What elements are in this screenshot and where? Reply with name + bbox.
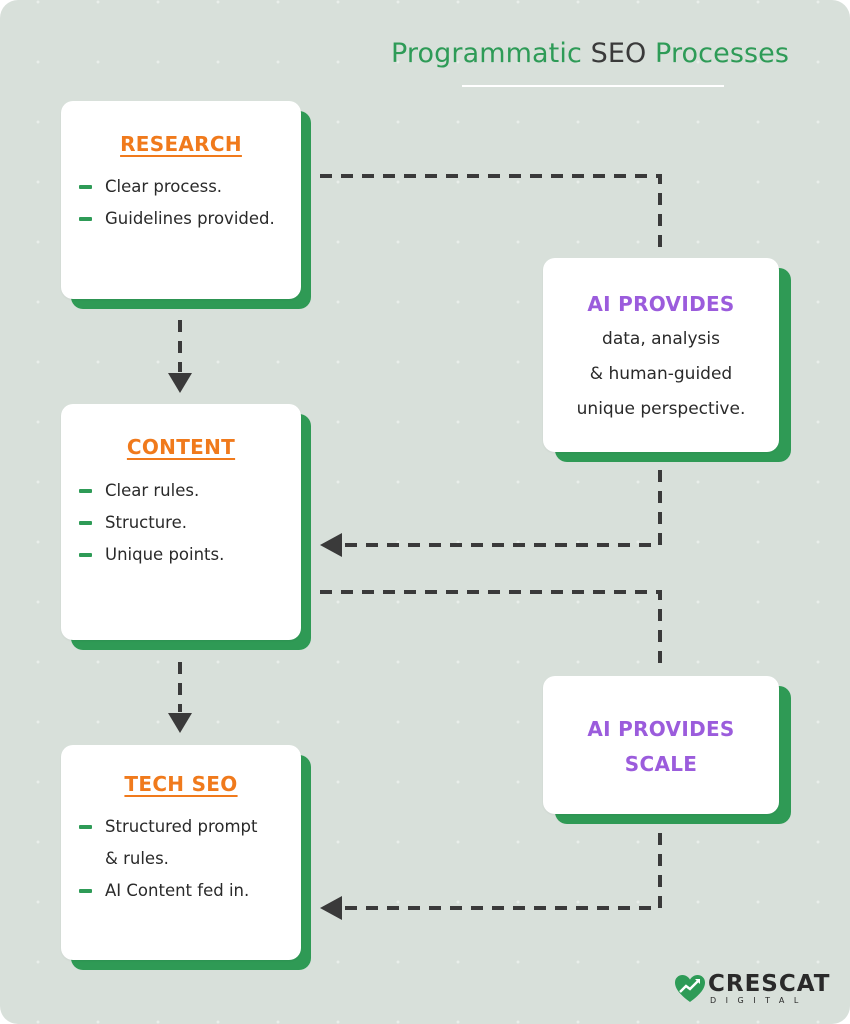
- content-bullets: Clear rules. Structure. Unique points.: [79, 475, 224, 571]
- logo-wordmark: CRESCAT: [708, 971, 831, 997]
- bullet-item: Unique points.: [79, 539, 224, 571]
- bullet-dash: [79, 521, 92, 525]
- tech-seo-heading: TECH SEO: [124, 772, 238, 796]
- connector-ai-to-content: [343, 470, 662, 547]
- bullet-text: Clear process.: [105, 177, 223, 196]
- tech-seo-bullets: Structured prompt & rules. AI Content fe…: [79, 811, 257, 907]
- ai-data-line: unique perspective.: [576, 399, 746, 419]
- connector-research-to-ai: [320, 174, 662, 252]
- bullet-text: Structure.: [105, 513, 188, 532]
- title-part-2: SEO: [590, 38, 647, 69]
- research-heading: RESEARCH: [120, 132, 242, 156]
- bullet-dash: [79, 825, 92, 829]
- title-part-1: Programmatic: [391, 38, 582, 69]
- arrowhead-ai-scale-to-tech: [320, 896, 342, 920]
- ai-data-text: data, analysis & human-guided unique per…: [543, 322, 779, 427]
- logo-subtitle: DIGITAL: [710, 996, 808, 1005]
- tech-seo-card: TECH SEO Structured prompt & rules. AI C…: [61, 745, 301, 960]
- research-bullets: Clear process. Guidelines provided.: [79, 171, 275, 235]
- bullet-dash: [79, 217, 92, 221]
- logo-heart-icon: [675, 975, 705, 1002]
- crescat-digital-logo: CRESCAT DIGITAL: [674, 971, 829, 1006]
- bullet-item: Structure.: [79, 507, 224, 539]
- ai-data-line: & human-guided: [589, 364, 733, 384]
- research-card: RESEARCH Clear process. Guidelines provi…: [61, 101, 301, 299]
- ai-scale-card: AI PROVIDES SCALE: [543, 676, 779, 814]
- ai-data-line: data, analysis: [602, 329, 720, 349]
- bullet-item: Clear rules.: [79, 475, 224, 507]
- ai-scale-heading-line-2: SCALE: [624, 752, 698, 776]
- bullet-item: AI Content fed in.: [79, 875, 257, 907]
- bullet-dash: [79, 185, 92, 189]
- bullet-text: & rules.: [105, 849, 169, 868]
- connector-content-to-ai-scale: [320, 590, 662, 668]
- bullet-text: Structured prompt: [105, 817, 258, 836]
- bullet-dash: [79, 489, 92, 493]
- bullet-text: Unique points.: [105, 545, 225, 564]
- ai-data-card: AI PROVIDES data, analysis & human-guide…: [543, 258, 779, 452]
- bullet-text: Clear rules.: [105, 481, 200, 500]
- bullet-dash: [79, 553, 92, 557]
- bullet-continuation: & rules.: [79, 843, 257, 875]
- bullet-item: Structured prompt: [79, 811, 257, 843]
- content-card: CONTENT Clear rules. Structure. Unique p…: [61, 404, 301, 640]
- ai-data-heading: AI PROVIDES: [587, 292, 735, 316]
- connector-ai-scale-to-tech: [343, 833, 662, 910]
- title-part-3: Processes: [655, 38, 790, 69]
- bullet-dash: [79, 889, 92, 893]
- bullet-text: AI Content fed in.: [105, 881, 250, 900]
- arrowhead-ai-to-content: [320, 533, 342, 557]
- bullet-item: Guidelines provided.: [79, 203, 275, 235]
- page-title: Programmatic SEO Processes: [391, 38, 811, 69]
- arrowhead-research-to-content: [168, 373, 192, 393]
- bullet-text: Guidelines provided.: [105, 209, 275, 228]
- content-heading: CONTENT: [126, 435, 236, 459]
- arrowhead-content-to-tech: [168, 713, 192, 733]
- bullet-item: Clear process.: [79, 171, 275, 203]
- title-underline: [462, 85, 724, 87]
- ai-scale-heading-line-1: AI PROVIDES: [587, 717, 735, 741]
